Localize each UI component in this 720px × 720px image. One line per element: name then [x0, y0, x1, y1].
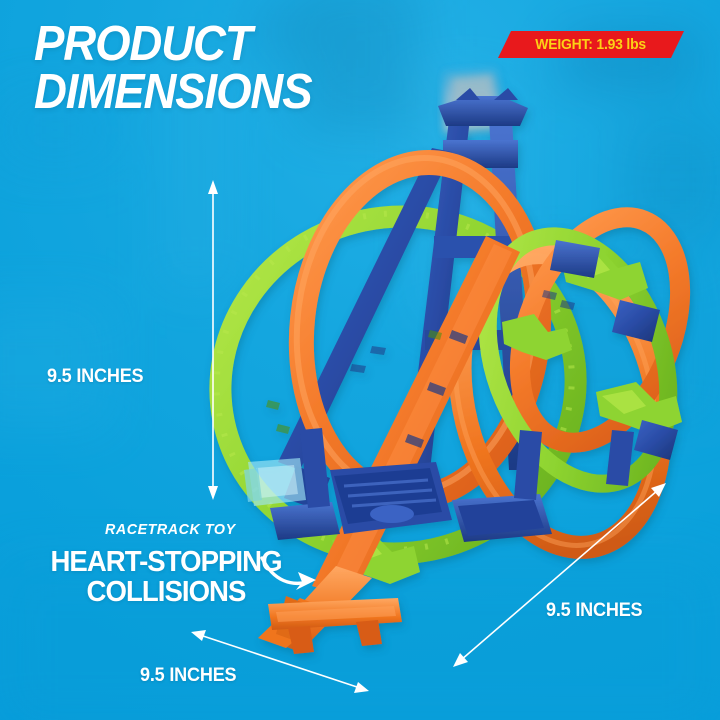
curved-arrow-icon — [260, 556, 316, 590]
promo-kicker: RACETRACK TOY — [105, 521, 236, 538]
height-dimension-label: 9.5 INCHES — [47, 366, 144, 387]
weight-badge: WEIGHT: 1.93 lbs — [498, 31, 684, 58]
page-title: PRODUCT DIMENSIONS — [34, 17, 313, 120]
promo-tagline-line-1: HEART-STOPPING — [50, 546, 282, 578]
page-title-line-2: DIMENSIONS — [34, 65, 313, 120]
depth-dimension-label: 9.5 INCHES — [546, 600, 643, 621]
width-dimension-label: 9.5 INCHES — [140, 665, 237, 686]
promo-tagline: HEART-STOPPING COLLISIONS — [39, 547, 294, 607]
page-title-line-1: PRODUCT — [34, 17, 253, 71]
weight-badge-label: WEIGHT: 1.93 lbs — [535, 36, 647, 53]
promo-tagline-line-2: COLLISIONS — [86, 576, 247, 609]
